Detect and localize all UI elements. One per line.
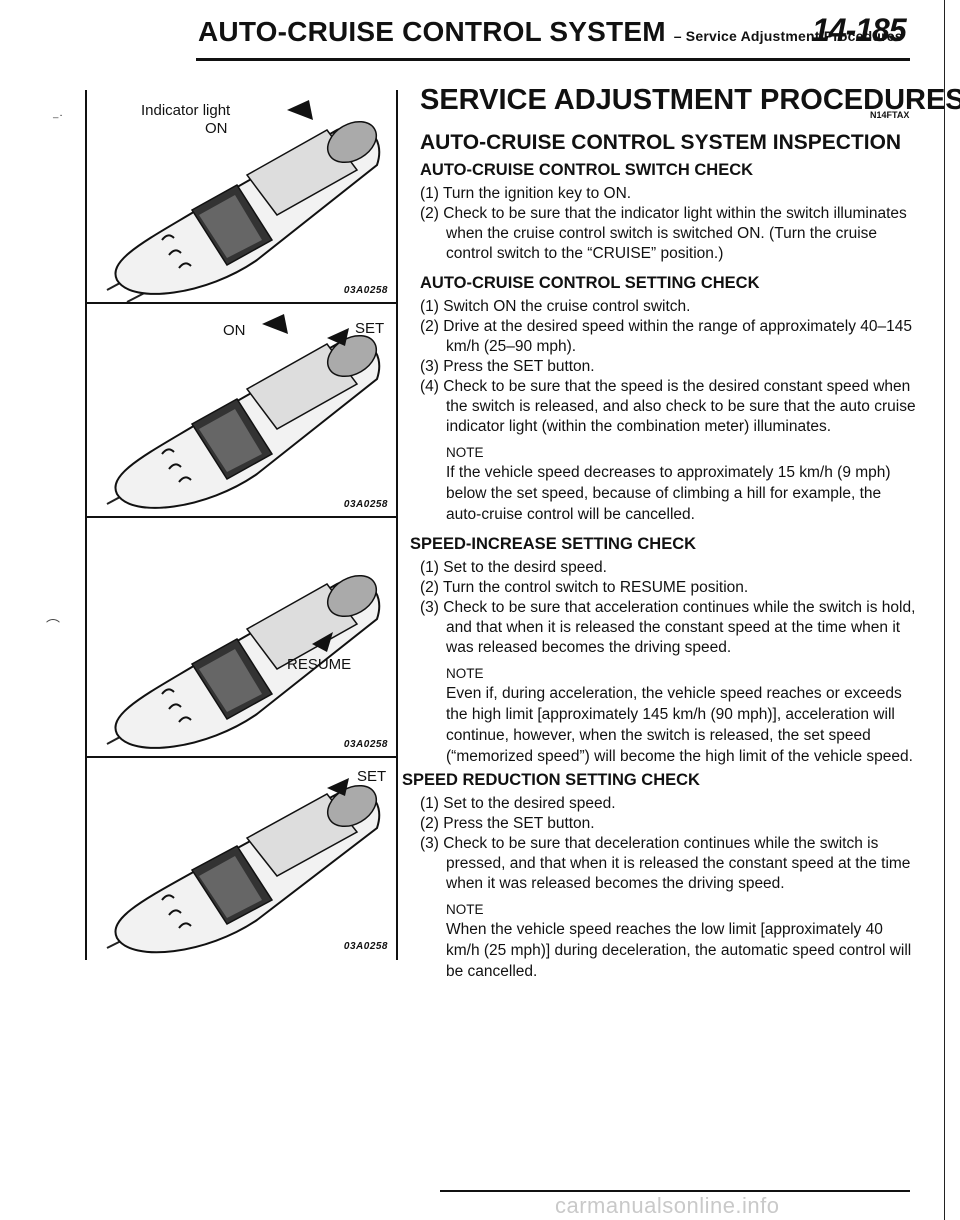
cruise-switch-illustration — [106, 100, 381, 302]
check-title: SPEED REDUCTION SETTING CHECK — [402, 771, 700, 789]
figure-label: ON — [205, 120, 228, 137]
subsection-title: AUTO-CRUISE CONTROL SYSTEM INSPECTION — [420, 131, 902, 154]
figure-column: Indicator light ON 03A0258 ON SET 03A025… — [85, 90, 398, 960]
check-step: (1) Turn the ignition key to ON. — [420, 185, 632, 202]
figure-panel-switch-on: Indicator light ON 03A0258 — [87, 90, 396, 304]
check-step: (3) Check to be sure that acceleration c… — [420, 599, 916, 656]
right-edge-rule — [944, 0, 945, 1220]
figure-label: RESUME — [287, 656, 352, 673]
check-step: (2) Check to be sure that the indicator … — [420, 205, 907, 262]
header-title-main: AUTO-CRUISE CONTROL SYSTEM — [198, 16, 666, 47]
cruise-switch-illustration — [106, 314, 381, 509]
check-step: (3) Check to be sure that deceleration c… — [420, 835, 911, 892]
text-column: SERVICE ADJUSTMENT PROCEDURES N14FTAX AU… — [402, 84, 960, 986]
watermark: carmanualsonline.info — [555, 1193, 780, 1218]
figure-code: 03A0258 — [343, 941, 388, 952]
page-header: AUTO-CRUISE CONTROL SYSTEM – Service Adj… — [0, 0, 960, 80]
note-text: If the vehicle speed decreases to approx… — [446, 464, 891, 523]
figure-code: 03A0258 — [343, 499, 388, 510]
check-speed-increase: SPEED-INCREASE SETTING CHECK (1) Set to … — [410, 535, 920, 767]
note-label: NOTE — [446, 902, 484, 917]
footer-rule — [440, 1190, 910, 1192]
cruise-switch-illustration — [106, 574, 381, 749]
header-rule — [196, 58, 910, 61]
check-setting: AUTO-CRUISE CONTROL SETTING CHECK (1) Sw… — [420, 274, 920, 525]
check-step: (1) Set to the desird speed. — [420, 559, 607, 576]
page-number: 14-185 — [812, 12, 907, 48]
check-speed-reduction: SPEED REDUCTION SETTING CHECK (1) Set to… — [402, 771, 920, 982]
check-step: (4) Check to be sure that the speed is t… — [420, 378, 916, 435]
section-title-text: SERVICE ADJUSTMENT PROCEDURES — [420, 84, 960, 116]
note-text: When the vehicle speed reaches the low l… — [446, 921, 912, 980]
figure-panel-switch-set: ON SET 03A0258 — [87, 304, 396, 518]
section-code: N14FTAX — [870, 110, 910, 120]
section-title: SERVICE ADJUSTMENT PROCEDURES N14FTAX — [420, 84, 960, 120]
figure-code: 03A0258 — [343, 739, 388, 750]
cruise-switch-illustration — [106, 778, 381, 954]
header-subtitle: – Service Adjustment Procedures — [673, 28, 903, 44]
figure-label: SET — [357, 768, 387, 785]
figure-code: 03A0258 — [343, 285, 388, 296]
note-label: NOTE — [446, 445, 484, 460]
figure-label: ON — [223, 322, 246, 339]
check-step: (1) Set to the desired speed. — [420, 795, 616, 812]
note-text: Even if, during acceleration, the vehicl… — [446, 685, 913, 765]
check-title: AUTO-CRUISE CONTROL SETTING CHECK — [420, 274, 760, 292]
check-title: AUTO-CRUISE CONTROL SWITCH CHECK — [420, 161, 754, 179]
header-title: AUTO-CRUISE CONTROL SYSTEM – Service Adj… — [198, 16, 903, 48]
figure-label: Indicator light — [141, 102, 231, 119]
figure-panel-switch-resume: RESUME 03A0258 — [87, 544, 396, 758]
check-step: (3) Press the SET button. — [420, 358, 595, 375]
note-label: NOTE — [446, 666, 484, 681]
figure-label: SET — [355, 320, 385, 337]
check-step: (2) Turn the control switch to RESUME po… — [420, 579, 749, 596]
margin-mark: ⁻˙ — [52, 112, 65, 128]
check-step: (2) Press the SET button. — [420, 815, 595, 832]
check-step: (2) Drive at the desired speed within th… — [420, 318, 912, 355]
check-title: SPEED-INCREASE SETTING CHECK — [410, 535, 697, 553]
margin-mark: ⌒ — [46, 618, 60, 634]
check-step: (1) Switch ON the cruise control switch. — [420, 298, 691, 315]
check-switch: AUTO-CRUISE CONTROL SWITCH CHECK (1) Tur… — [420, 161, 920, 264]
figure-panel-switch-set-reduce: SET 03A0258 — [87, 758, 396, 958]
